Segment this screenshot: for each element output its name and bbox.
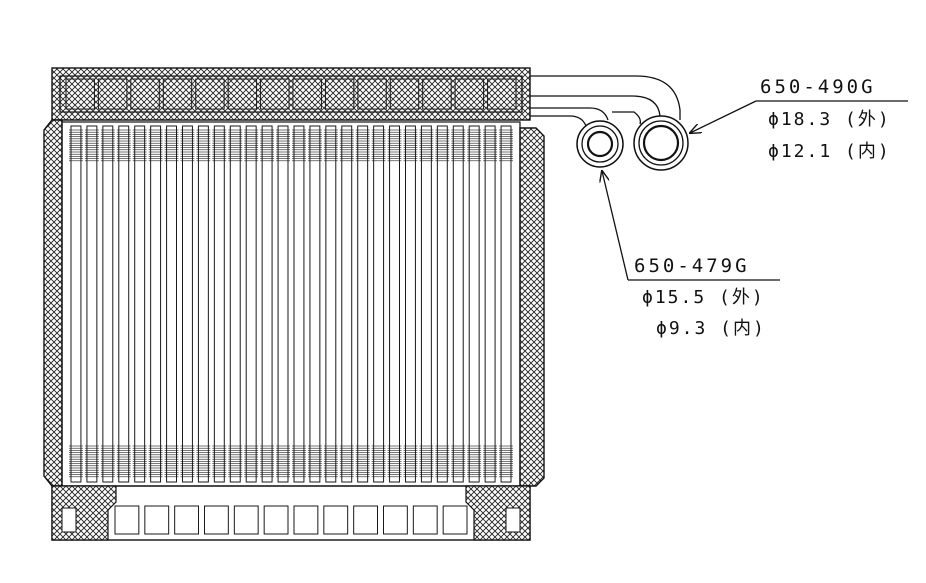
top-header-cells [65, 78, 517, 110]
core-tube [229, 125, 241, 483]
core-tube [325, 125, 337, 483]
top-header-cell [162, 78, 193, 110]
core-tube [389, 125, 401, 483]
inlet-part-code: 650-479G [634, 255, 750, 277]
core-tube [150, 125, 162, 483]
top-header-cell [324, 78, 355, 110]
top-header-cell [65, 78, 95, 110]
core-tube [277, 125, 289, 483]
inlet-outer-diameter: ϕ15.5 (外) [642, 287, 765, 308]
outlet-pipe-fitting [633, 115, 689, 171]
core-tube [357, 125, 369, 483]
core-tube [452, 125, 464, 483]
core-tube [118, 125, 130, 483]
core-tubes [70, 125, 512, 483]
outlet-part-code: 650-490G [760, 76, 876, 98]
top-header-cell [97, 78, 128, 110]
top-header-cell [487, 78, 517, 110]
core-tube [261, 125, 273, 483]
core-tube [293, 125, 305, 483]
right-side-plate [519, 127, 545, 487]
bottom-header-slot [383, 505, 408, 535]
core-tube [86, 125, 98, 483]
top-header-cell [389, 78, 420, 110]
core-tube [182, 125, 193, 483]
core-tube [468, 125, 480, 483]
bottom-header-slot [293, 505, 319, 535]
bottom-header-slot [204, 505, 229, 535]
bottom-header-slot [144, 505, 170, 535]
top-header-tank [51, 67, 531, 121]
inlet-pipe-fitting [576, 120, 624, 168]
core-tube [197, 125, 209, 483]
bottom-header-tank [51, 485, 531, 541]
core-tube [436, 125, 448, 483]
bottom-header-slot [442, 505, 468, 535]
inlet-leader [602, 171, 780, 281]
outlet-leader [690, 100, 908, 133]
top-header-cell [227, 78, 258, 110]
bottom-header-slot [323, 505, 349, 535]
core-tube [405, 125, 416, 483]
core-tube [70, 125, 82, 483]
core-tube [420, 125, 432, 483]
bottom-header-slots [114, 505, 468, 535]
outlet-inner-diameter: ϕ12.1 (内) [768, 141, 891, 162]
bottom-header-slot [114, 505, 140, 535]
bottom-header-slot [233, 505, 259, 535]
outlet-outer-diameter: ϕ18.3 (外) [768, 109, 891, 130]
inlet-inner-diameter: ϕ9.3 (内) [656, 318, 766, 339]
top-header-cell [292, 78, 322, 110]
bottom-header-slot [263, 505, 289, 535]
bottom-header-slot [412, 505, 438, 535]
bottom-header-slot [174, 505, 200, 535]
core-tube [134, 125, 146, 483]
core-tube [500, 125, 512, 483]
top-header-cell [195, 78, 225, 110]
top-header-cell [357, 78, 387, 110]
core-tube [341, 125, 353, 483]
core-tube [213, 125, 225, 483]
top-header-cell [130, 78, 160, 110]
core-tube [309, 125, 321, 483]
top-header-cell [422, 78, 452, 110]
core-tube [373, 125, 385, 483]
core-tube [102, 125, 114, 483]
bottom-header-slot [353, 505, 378, 535]
core-fin-bands [69, 129, 513, 478]
top-header-cell [260, 78, 290, 110]
core-tube [166, 125, 177, 483]
core-frame [61, 121, 521, 487]
left-side-plate [43, 119, 63, 487]
core-tube [484, 125, 496, 483]
top-header-cell [454, 78, 485, 110]
core-tube [245, 125, 257, 483]
pipe-routing [530, 75, 681, 127]
